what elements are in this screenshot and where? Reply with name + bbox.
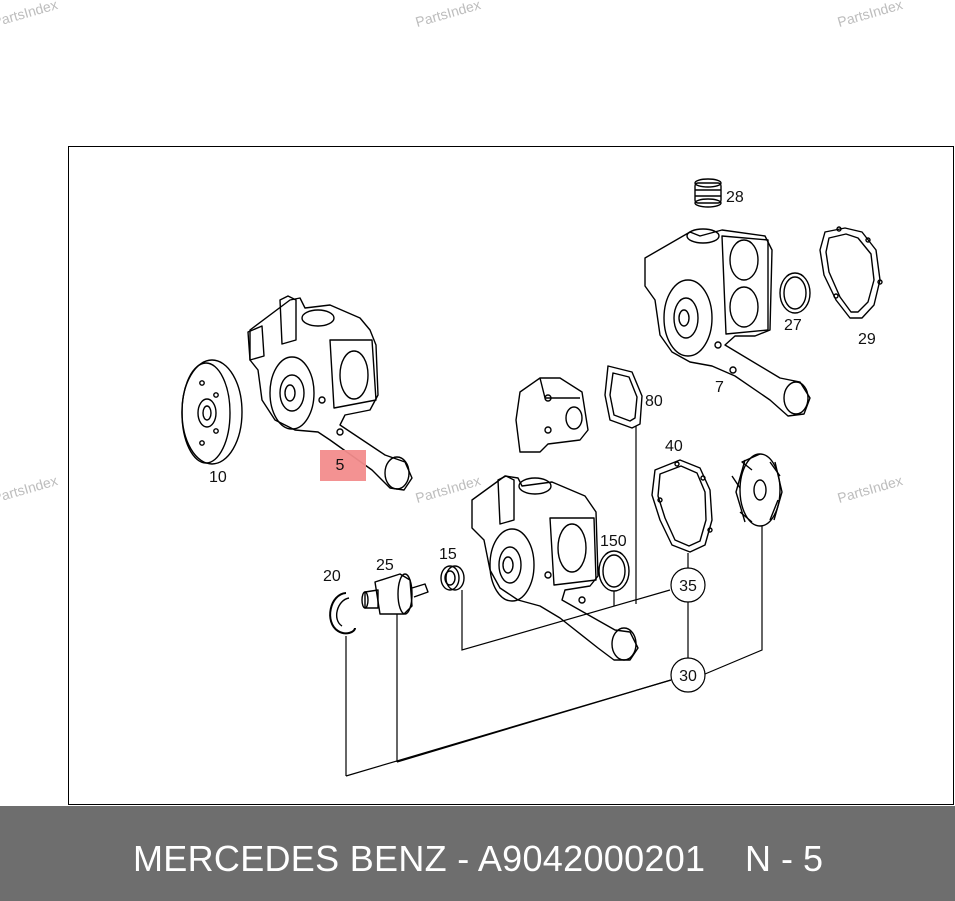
gasket-part bbox=[819, 226, 883, 319]
callout-40: 40 bbox=[665, 438, 683, 455]
callout-25: 25 bbox=[376, 557, 394, 574]
callout-circle-30 bbox=[670, 657, 706, 693]
bushing-part bbox=[440, 565, 465, 591]
callout-circle-35 bbox=[670, 567, 706, 603]
impeller-part bbox=[731, 453, 783, 527]
water-pump-housing-part bbox=[247, 295, 413, 491]
square-gasket-part bbox=[604, 365, 643, 429]
callout-10: 10 bbox=[209, 469, 227, 486]
callout-20: 20 bbox=[323, 568, 341, 585]
callout-27: 27 bbox=[784, 317, 802, 334]
callout-150: 150 bbox=[600, 533, 627, 550]
callout-15: 15 bbox=[439, 546, 457, 563]
o-ring-part bbox=[779, 272, 811, 314]
shaft-bearing-part bbox=[361, 573, 429, 615]
footer-bar bbox=[0, 806, 955, 901]
thermostat-housing-part bbox=[515, 377, 589, 453]
highlighted-part-label: 5 bbox=[335, 457, 345, 474]
cover-gasket-part bbox=[651, 459, 713, 553]
callout-29: 29 bbox=[858, 331, 876, 348]
callout-80: 80 bbox=[645, 393, 663, 410]
o-ring-part bbox=[783, 276, 807, 310]
ring-part bbox=[602, 554, 626, 588]
part-number-title: MERCEDES BENZ - A9042000201 bbox=[133, 838, 706, 879]
diagram-frame bbox=[68, 146, 954, 805]
callout-35: 35 bbox=[679, 578, 697, 595]
pulley-part bbox=[181, 359, 243, 465]
callout-28: 28 bbox=[726, 189, 744, 206]
circlip-part bbox=[329, 592, 356, 635]
plug-part bbox=[694, 178, 722, 208]
water-pump-assembly-part bbox=[644, 228, 811, 417]
position-label: N - 5 bbox=[745, 838, 824, 879]
callout-30: 30 bbox=[679, 668, 697, 685]
center-pump-housing-part bbox=[471, 475, 639, 661]
circlip-part bbox=[335, 597, 350, 627]
callout-7: 7 bbox=[715, 379, 724, 396]
leader-lines bbox=[345, 426, 763, 777]
highlighted-part-marker bbox=[320, 450, 366, 481]
